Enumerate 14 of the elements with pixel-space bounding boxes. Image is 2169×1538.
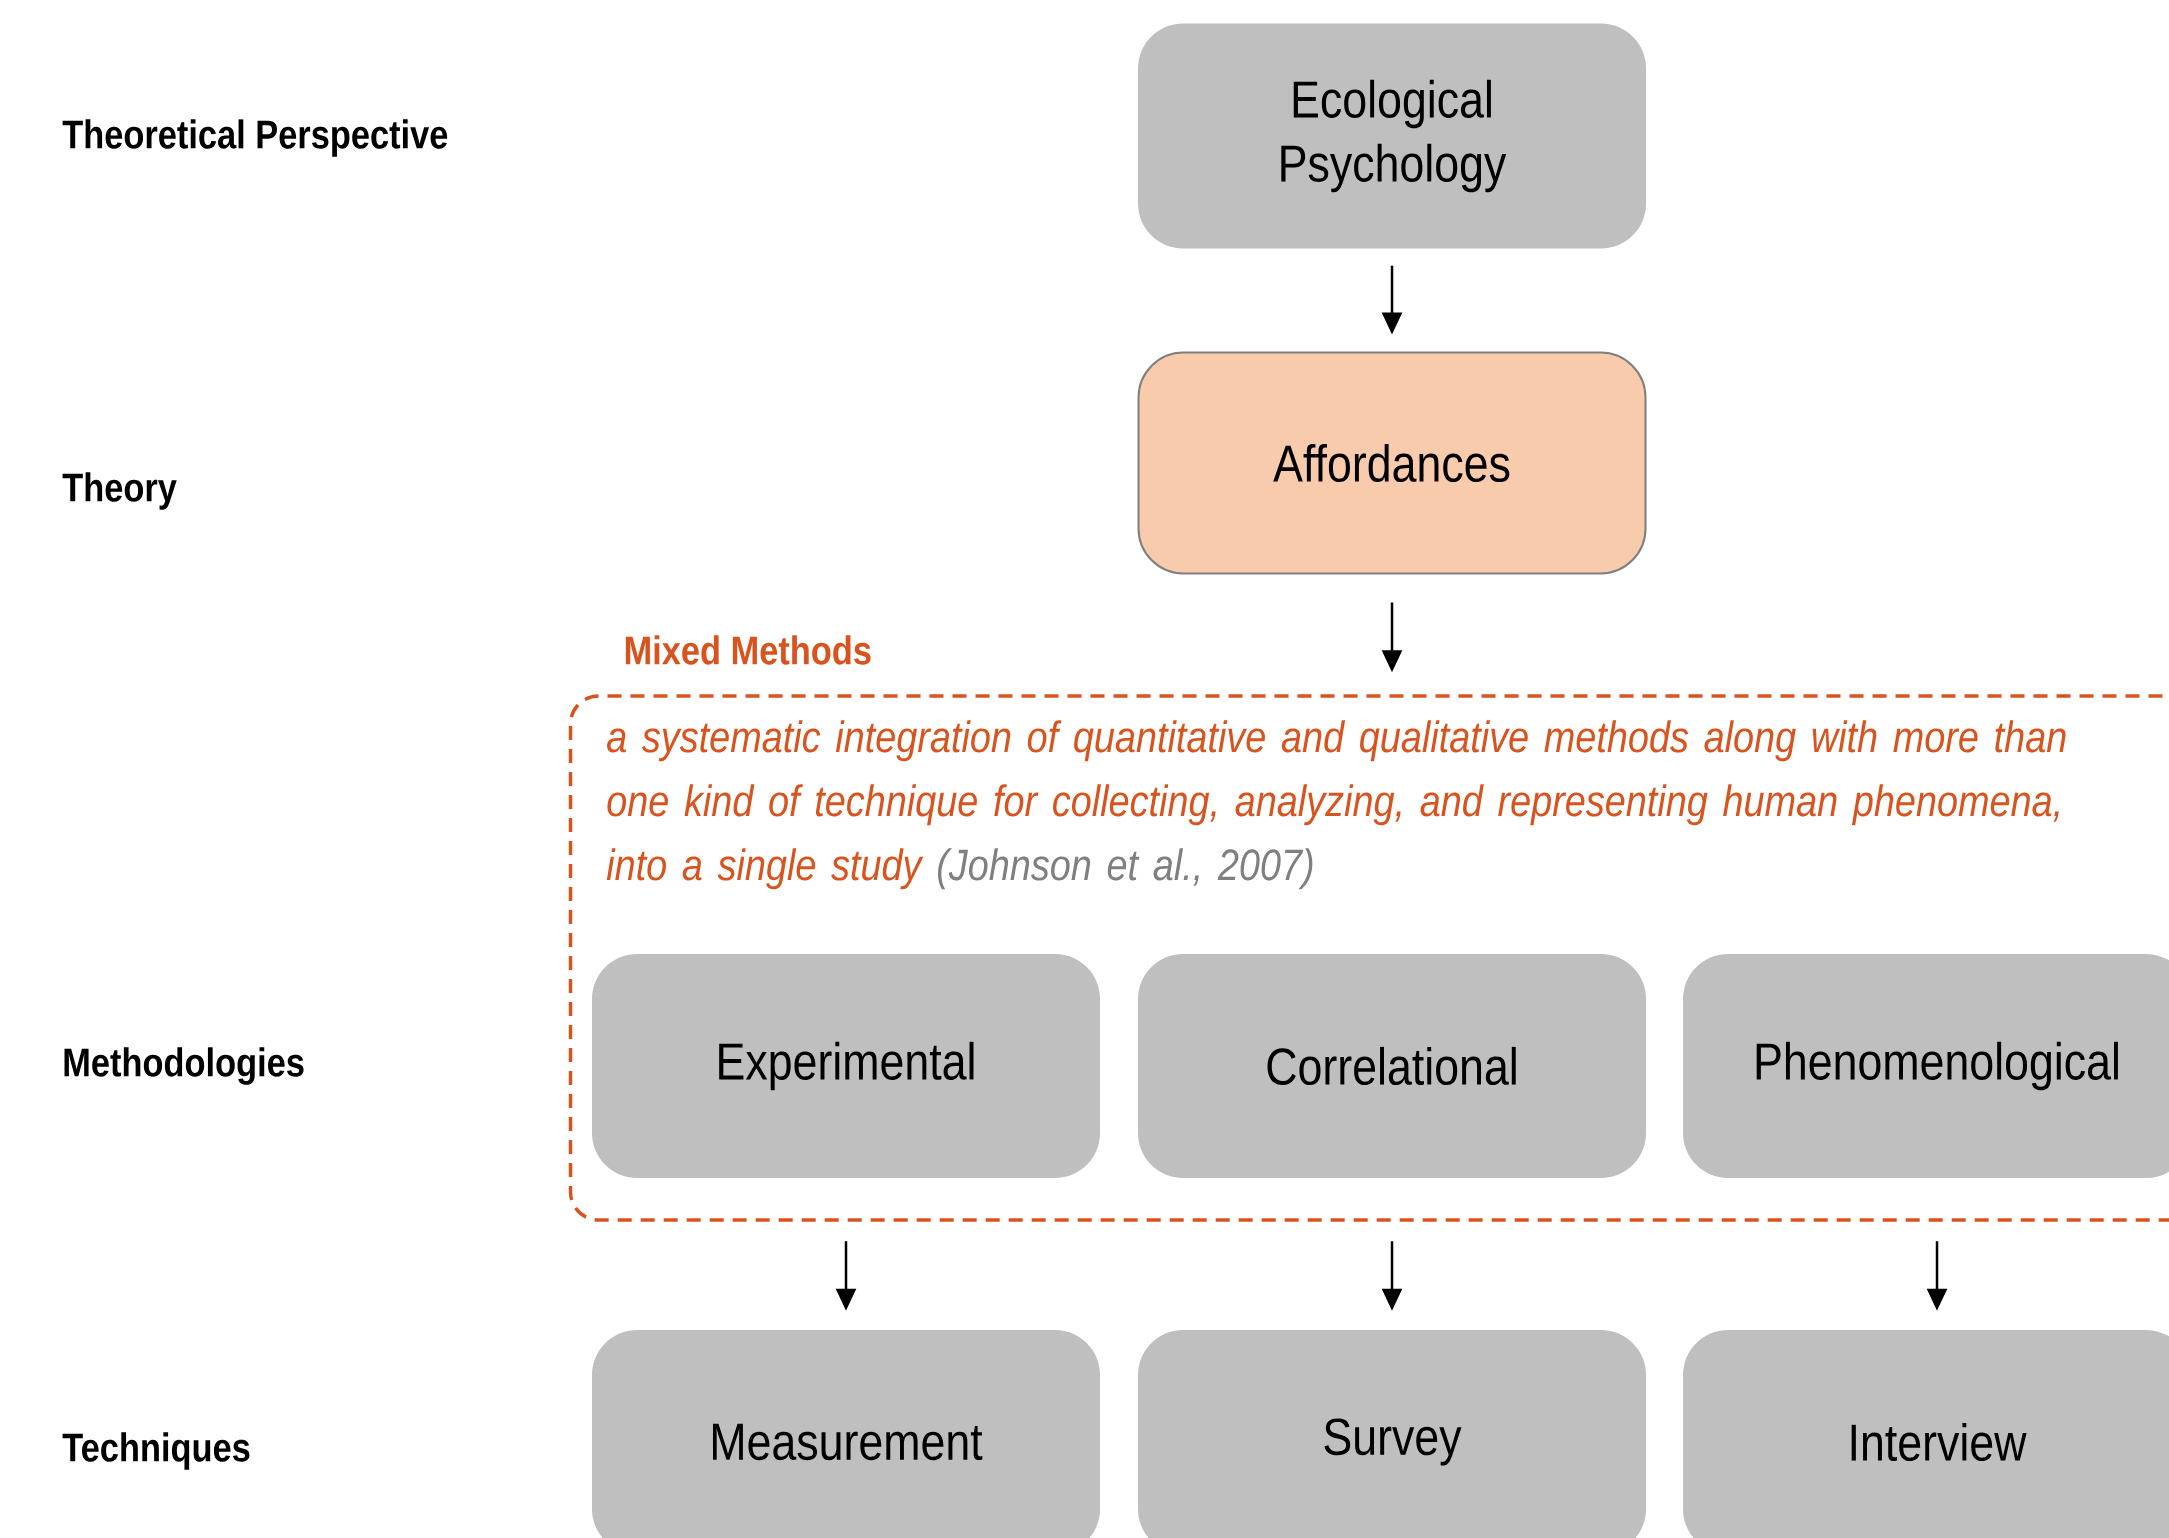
process-box: Correlational: [1138, 954, 1646, 1178]
group-heading: Mixed Methods: [625, 635, 871, 665]
level-label: Theory: [62, 472, 177, 510]
process-box: Experimental: [592, 954, 1100, 1178]
process-box: Interview: [1683, 1330, 2169, 1538]
level-label: Techniques: [62, 1432, 250, 1470]
process-box: Measurement: [592, 1330, 1100, 1538]
level-label: Theoretical Perspective: [62, 119, 448, 157]
definition-text: a systematic integration of quantitative and qualitative methods along with more than one kind of technique for collecting, analyzing, and representing human phenomena, into a single study (Johnson et al., 2007): [606, 720, 2066, 890]
theory-box: Affordances: [1137, 351, 1647, 575]
level-label: Methodologies: [64, 1047, 304, 1085]
process-box: Phenomenological: [1683, 954, 2169, 1178]
process-box: Survey: [1138, 1330, 1646, 1538]
process-box: Ecological Psychology: [1138, 23, 1646, 249]
